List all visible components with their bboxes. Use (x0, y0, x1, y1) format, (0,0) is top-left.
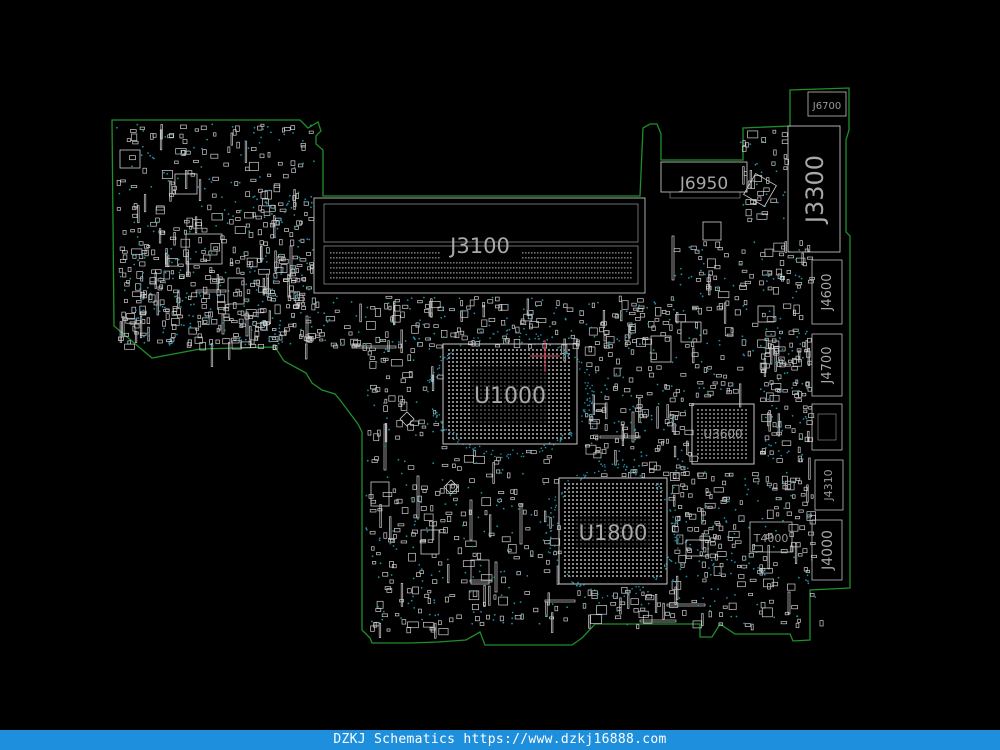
j3300-connector: J3300 (787, 125, 841, 253)
label-u1000: U1000 (474, 384, 546, 409)
label-t4000: T4000 (753, 532, 789, 545)
j6700-connector: J6700 (807, 91, 847, 117)
j4000-connector: J4000 (811, 519, 843, 581)
label-j3300: J3300 (801, 155, 829, 225)
label-u3600: U3600 (703, 427, 742, 441)
pcb-board-view: J3100 J6950 J3300 J6700 U1000 U1800 U360… (111, 87, 851, 646)
t4000-transformer: T4000 (749, 521, 793, 553)
label-j3100: J3100 (448, 234, 510, 258)
label-j4310: J4310 (822, 469, 835, 501)
u1000-chip: U1000 (442, 340, 578, 445)
label-j6950: J6950 (679, 174, 728, 194)
u1800-chip: U1800 (558, 477, 668, 585)
j6950-connector: J6950 (660, 161, 748, 199)
label-j6700: J6700 (812, 101, 841, 112)
label-u1800: U1800 (579, 521, 648, 545)
j4600-connector: J4600 (811, 259, 843, 325)
j4310-connector: J4310 (814, 459, 844, 511)
j4900-connector (811, 403, 843, 451)
component-parts (116, 123, 824, 639)
vias (116, 123, 817, 626)
j4700-connector: J4700 (811, 333, 843, 397)
board-outline (111, 87, 851, 646)
watermark-footer: DZKJ Schematics https://www.dzkj16888.co… (0, 730, 1000, 750)
small-ics (119, 149, 777, 585)
label-j4000: J4000 (820, 530, 836, 571)
label-j4700: J4700 (820, 347, 835, 385)
j3100-connector: J3100 (313, 197, 646, 294)
label-j4600: J4600 (820, 274, 835, 312)
u3600-chip: U3600 (691, 403, 755, 465)
